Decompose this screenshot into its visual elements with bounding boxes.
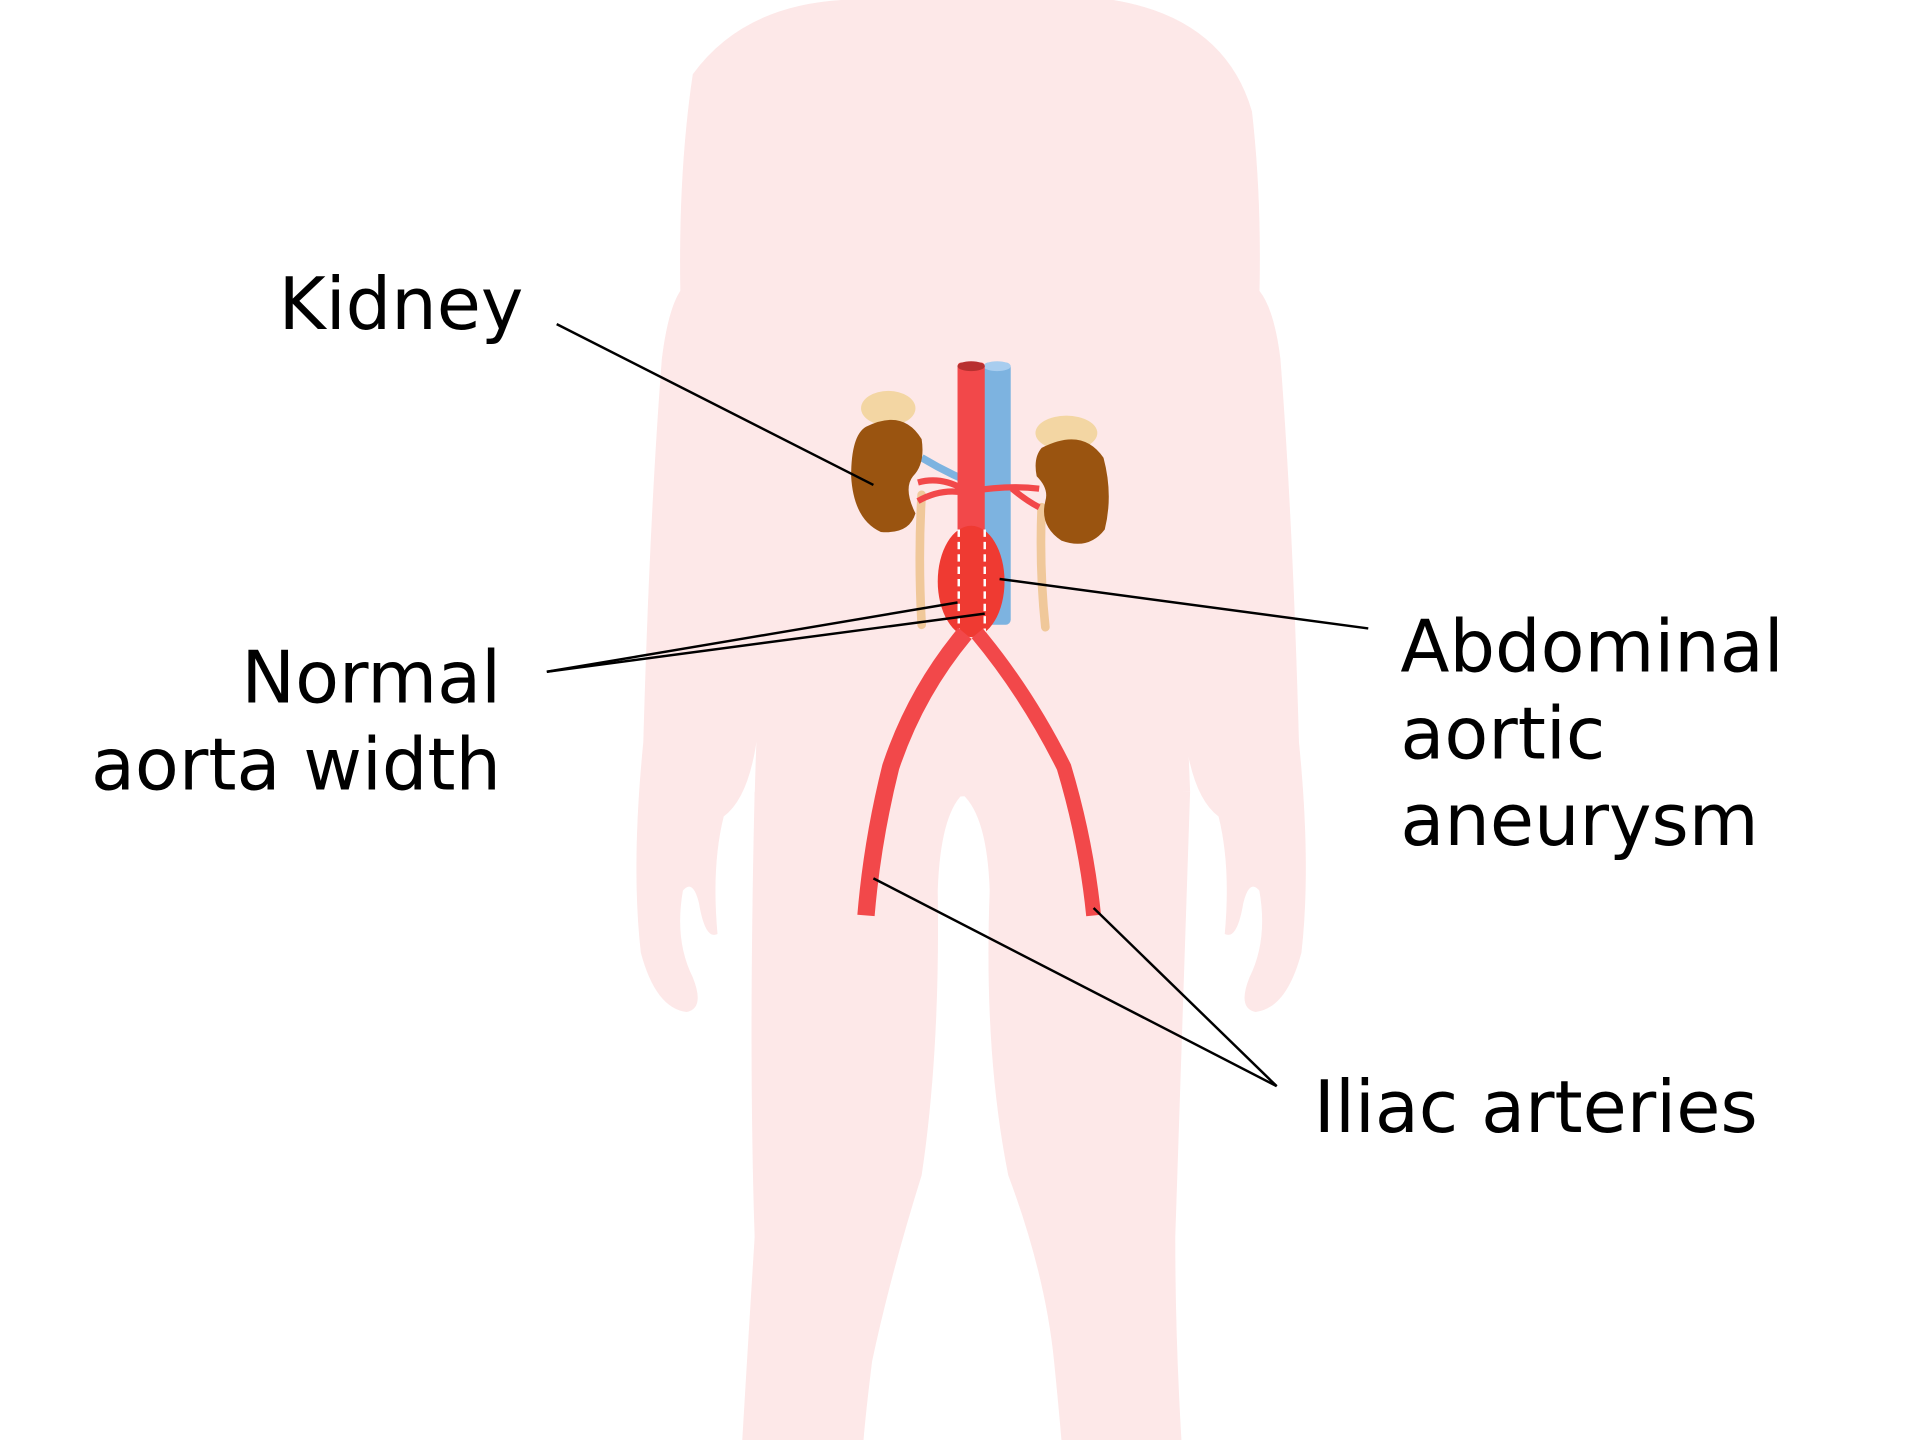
aneurysm-leader [999,577,1369,630]
left-leg [742,791,963,1440]
leader-lines [546,323,1369,1088]
right-ureter [1036,502,1050,632]
label-aaa-line2: aortic [1400,691,1605,775]
iliac-leader-1 [872,877,1278,1088]
left-iliac-artery [857,627,972,917]
left-ureter [915,490,926,630]
right-kidney [1035,415,1109,544]
label-normal-line2: aorta width [91,722,501,806]
label-iliac: Iliac arteries [1314,1065,1758,1149]
left-kidney [851,390,923,533]
normal-leader-2 [546,612,985,673]
label-normal-line1: Normal [241,636,501,720]
label-aaa-line1: Abdominal [1400,605,1783,689]
body-silhouette [636,0,1306,1440]
vena-cava-opening [983,361,1011,372]
label-aaa-line3: aneurysm [1400,778,1758,862]
aneurysm-bulge [937,525,1005,638]
right-arm [1144,290,1306,1012]
kidney-leader [556,323,874,487]
iliac-leader-2 [1092,907,1278,1088]
right-iliac-artery [971,628,1101,917]
right-leg [962,791,1191,1440]
normal-leader-1 [546,601,958,673]
left-arm [636,290,792,1012]
label-kidney: Kidney [279,262,524,346]
aorta-opening [957,361,985,372]
